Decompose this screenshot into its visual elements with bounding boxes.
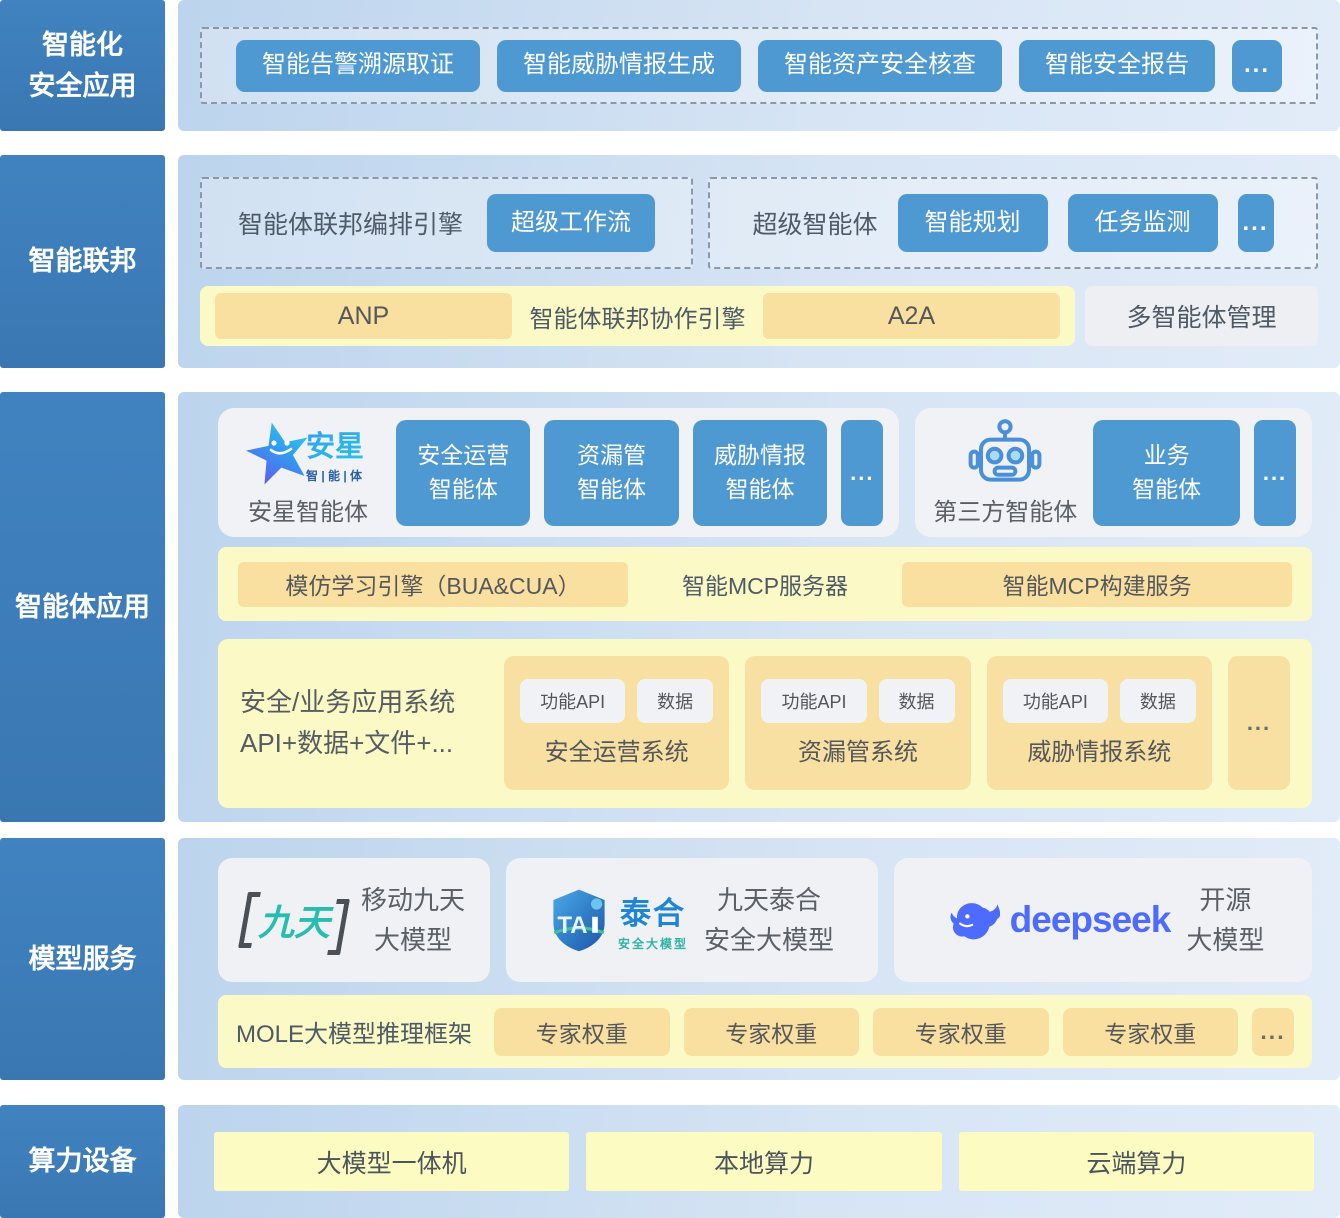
mcp-service-bar: 模仿学习引擎（BUA&CUA） 智能MCP服务器 智能MCP构建服务: [218, 547, 1312, 621]
layer-label-model-services: 模型服务: [0, 838, 165, 1080]
ellipsis-anxing-agents: ...: [841, 419, 884, 526]
jiutian-bracket-right-icon: [327, 899, 350, 955]
layer-fed-panel: 智能体联邦编排引擎 超级工作流 超级智能体 智能规划 任务监测 ... ANP …: [178, 155, 1340, 368]
ellipsis-mole: ...: [1252, 1007, 1295, 1056]
ellipsis-systems: ...: [1227, 656, 1290, 791]
imitation-learning-engine: 模仿学习引擎（BUA&CUA）: [238, 561, 628, 607]
block-security-report: 智能安全报告: [1018, 39, 1215, 92]
taihe-logo-subtext: 安全大模型: [617, 937, 688, 951]
block-threat-intel-agent: 威胁情报 智能体: [692, 419, 828, 526]
deepseek-wordmark: deepseek: [1009, 899, 1172, 940]
super-agent-label: 超级智能体: [752, 211, 878, 239]
anxing-logo-wordmark: 安星: [306, 430, 364, 463]
block-cloud-compute: 云端算力: [958, 1132, 1314, 1191]
model-jiutian-label: 移动九天 大模型: [361, 884, 466, 955]
system-secops: 功能API 数据 安全运营系统: [504, 656, 730, 791]
expert-weight-3: 专家权重: [873, 1007, 1049, 1056]
taihe-logo-wordmark: 泰合: [619, 896, 686, 931]
block-vuln-mgmt-agent: 资漏管 智能体: [544, 419, 679, 526]
model-card-deepseek: deepseek 开源 大模型: [894, 858, 1312, 982]
block-super-workflow: 超级工作流: [487, 194, 655, 252]
layer-label-agent-applications: 智能体应用: [0, 392, 165, 822]
protocol-anp: ANP: [215, 293, 512, 339]
taihe-logo-block: TA 泰合 安全大模型: [550, 888, 688, 952]
collaboration-engine-label: 智能体联邦协作引擎: [529, 305, 746, 333]
mcp-build-service: 智能MCP构建服务: [902, 561, 1292, 607]
chip-function-api: 功能API: [761, 679, 867, 724]
taihe-shield-icon: TA: [553, 889, 605, 952]
block-task-monitoring: 任务监测: [1067, 194, 1218, 252]
expert-weight-4: 专家权重: [1062, 1007, 1239, 1056]
layer-compute-panel: 大模型一体机 本地算力 云端算力: [178, 1105, 1340, 1218]
anxing-agent-group: 安星 智 | 能 | 体 安星智能体 安全运营 智能体 资漏管 智能体 威胁情报…: [218, 408, 900, 538]
block-business-agent: 业务 智能体: [1093, 419, 1240, 526]
block-secops-agent: 安全运营 智能体: [396, 419, 531, 526]
anxing-logo-subtext: 智 | 能 | 体: [305, 468, 363, 483]
layer-intelligent-security-apps: 智能化 安全应用 智能告警溯源取证 智能威胁情报生成 智能资产安全核查 智能安全…: [0, 0, 1340, 131]
layer-label-agent-federation: 智能联邦: [0, 155, 165, 368]
mcp-server-label: 智能MCP服务器: [681, 573, 849, 600]
third-party-logo-block: 第三方智能体: [931, 418, 1079, 527]
system-threat-intel-name: 威胁情报系统: [1027, 739, 1172, 767]
anxing-agent-name: 安星智能体: [248, 499, 368, 527]
chip-function-api: 功能API: [1002, 679, 1108, 724]
chip-function-api: 功能API: [520, 679, 626, 724]
system-vuln-mgmt-name: 资漏管系统: [797, 739, 918, 767]
anxing-logo-block: 安星 智 | 能 | 体 安星智能体: [234, 418, 382, 527]
chip-data: 数据: [878, 679, 955, 724]
ellipsis-app: ...: [1231, 39, 1282, 92]
app-dashed-group: 智能告警溯源取证 智能威胁情报生成 智能资产安全核查 智能安全报告 ...: [200, 27, 1318, 104]
block-llm-all-in-one: 大模型一体机: [214, 1132, 570, 1191]
system-vuln-mgmt: 功能API 数据 资漏管系统: [745, 656, 971, 791]
layer-agent-federation: 智能联邦 智能体联邦编排引擎 超级工作流 超级智能体 智能规划 任务监测 ...…: [0, 155, 1340, 368]
jiutian-logo-text: 九天: [257, 902, 330, 943]
expert-weight-2: 专家权重: [683, 1007, 860, 1056]
chip-data: 数据: [637, 679, 714, 724]
chip-data: 数据: [1119, 679, 1196, 724]
protocol-a2a: A2A: [763, 293, 1060, 339]
expert-weight-1: 专家权重: [494, 1007, 670, 1056]
layer-model-services: 模型服务 九天 移动九天 大模型: [0, 838, 1340, 1080]
ellipsis-third-party: ...: [1254, 419, 1296, 526]
deepseek-logo-block: deepseek: [942, 899, 1171, 941]
federation-orchestration-group: 智能体联邦编排引擎 超级工作流: [200, 177, 693, 269]
application-systems-panel: 安全/业务应用系统 API+数据+文件+... 功能API 数据 安全运营系统 …: [218, 638, 1312, 809]
layer-agents-panel: 安星 智 | 能 | 体 安星智能体 安全运营 智能体 资漏管 智能体 威胁情报…: [178, 392, 1340, 822]
deepseek-whale-icon: [950, 903, 1000, 940]
application-systems-title: 安全/业务应用系统 API+数据+文件+...: [240, 686, 456, 759]
model-taihe-label: 九天泰合 安全大模型: [704, 884, 835, 955]
multi-agent-management: 多智能体管理: [1085, 286, 1318, 346]
taihe-shield-mark: TA: [557, 912, 587, 939]
anxing-star-logo-icon: 安星 智 | 能 | 体: [246, 422, 364, 485]
model-card-jiutian: 九天 移动九天 大模型: [218, 858, 490, 982]
federation-collaboration-bus: ANP 智能体联邦协作引擎 A2A: [200, 286, 1075, 346]
layer-app-panel: 智能告警溯源取证 智能威胁情报生成 智能资产安全核查 智能安全报告 ...: [178, 0, 1340, 131]
third-party-agent-name: 第三方智能体: [933, 499, 1078, 527]
system-secops-name: 安全运营系统: [544, 739, 689, 767]
jiutian-logo-icon: 九天: [238, 885, 350, 955]
ellipsis-super-agent: ...: [1237, 194, 1274, 252]
block-local-compute: 本地算力: [586, 1132, 942, 1191]
super-agent-group: 超级智能体 智能规划 任务监测 ...: [708, 177, 1318, 269]
block-alert-tracing: 智能告警溯源取证: [235, 39, 480, 92]
model-card-taihe: TA 泰合 安全大模型 九天泰合 安全大模型: [506, 858, 878, 982]
layer-agent-applications: 智能体应用: [0, 392, 1340, 822]
mole-inference-bar: MOLE大模型推理框架 专家权重 专家权重 专家权重 专家权重 ...: [218, 995, 1312, 1068]
orchestration-engine-label: 智能体联邦编排引擎: [237, 211, 463, 239]
system-threat-intel: 功能API 数据 威胁情报系统: [986, 656, 1212, 791]
block-intelligent-planning: 智能规划: [897, 194, 1048, 252]
third-party-agent-group: 第三方智能体 业务 智能体 ...: [915, 408, 1312, 538]
layer-label-intelligent-security-apps: 智能化 安全应用: [0, 0, 165, 131]
mole-framework-label: MOLE大模型推理框架: [236, 1021, 473, 1048]
model-opensource-label: 开源 大模型: [1186, 884, 1265, 955]
layer-label-compute-devices: 算力设备: [0, 1105, 165, 1218]
robot-icon: [968, 419, 1042, 482]
block-asset-security-check: 智能资产安全核查: [757, 39, 1002, 92]
layer-models-panel: 九天 移动九天 大模型: [178, 838, 1340, 1080]
block-threat-intel-generation: 智能威胁情报生成: [496, 39, 741, 92]
layer-compute-devices: 算力设备 大模型一体机 本地算力 云端算力: [0, 1105, 1340, 1218]
